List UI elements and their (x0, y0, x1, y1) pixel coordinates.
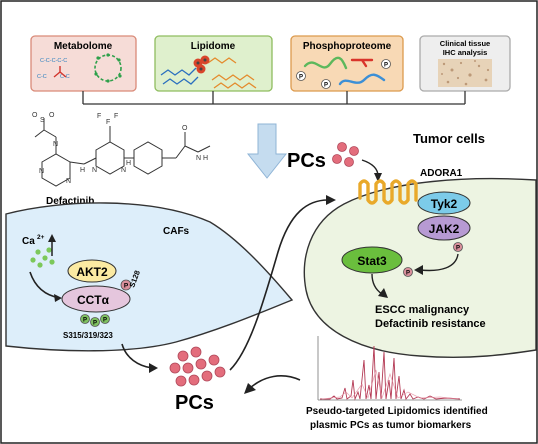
lipidomics-caption-line2: plasmic PCs as tumor biomarkers (310, 420, 472, 431)
calcium-label: Ca (22, 236, 35, 247)
svg-text:N: N (121, 167, 126, 174)
svg-text:O: O (32, 112, 38, 119)
omics-panel-lipidome: Lipidome (154, 35, 273, 92)
svg-text:N: N (53, 141, 58, 148)
akt2-protein (67, 259, 117, 283)
pcs-label-top: PCs (287, 150, 326, 172)
defactinib-structure (34, 118, 211, 187)
akt2-label: AKT2 (76, 265, 108, 279)
caf-label: CAFs (163, 226, 190, 237)
jak2-to-stat3-arrow (419, 253, 459, 272)
metabolome-chain-left: C-C (37, 74, 47, 80)
caf-cell (5, 202, 294, 352)
lipidomics-to-pcs-arrow (249, 375, 301, 389)
outcome-line2: Defactinib resistance (375, 318, 486, 330)
svg-text:H: H (126, 160, 131, 167)
svg-text:F: F (106, 119, 110, 126)
svg-text:P: P (124, 283, 129, 290)
svg-text:N: N (196, 155, 201, 162)
svg-text:N: N (66, 178, 71, 185)
pcs-cluster-top (332, 142, 359, 167)
metabolome-label: Metabolome (54, 41, 113, 52)
receptor-label: ADORA1 (420, 168, 463, 179)
svg-text:F: F (97, 113, 101, 120)
cct-protein (61, 285, 131, 313)
adora1-receptor (358, 179, 418, 205)
metabolome-chain-text: C-C-C-C-C (40, 58, 67, 64)
lipidome-label: Lipidome (191, 41, 236, 52)
svg-text:P: P (93, 321, 97, 327)
metabolome-chain-right: C-C (60, 74, 70, 80)
cct-phospho-badges: P P P (80, 314, 110, 327)
phospho-protein-icon (303, 56, 386, 86)
svg-text:P: P (299, 75, 303, 81)
phospho-badge-s128 (120, 279, 132, 291)
calcium-up-arrow (48, 234, 56, 242)
metabolome-branch-icon (53, 66, 67, 78)
pcs-cluster-bottom (169, 346, 226, 387)
lipid-headgroup-icon (193, 55, 210, 74)
calcium-particles (30, 247, 55, 268)
stat3-protein (341, 246, 403, 274)
stat3-phospho-badge (403, 267, 413, 277)
pcs-label-bottom: PCs (175, 392, 214, 414)
pcs-to-tumor-arrow (229, 199, 329, 371)
omics-panel-phosphoproteome: Phosphoproteome P P P (290, 35, 404, 92)
tyk2-label: Tyk2 (431, 197, 458, 211)
svg-text:S: S (40, 117, 45, 124)
calcium-charge: 2+ (37, 234, 45, 241)
jak2-phospho-badge (453, 242, 463, 252)
tyk2-protein (417, 191, 471, 215)
lipid-chains-icon (160, 57, 257, 89)
svg-text:P: P (83, 318, 87, 324)
clinical-label-line1: Clinical tissue (440, 39, 490, 48)
big-down-arrow (246, 123, 288, 179)
phospho-p-badges: P P P (296, 59, 391, 89)
chromatogram (317, 336, 462, 401)
svg-text:P: P (103, 318, 107, 324)
clinical-label-line2: IHC analysis (443, 48, 488, 57)
jak2-label: JAK2 (429, 222, 460, 236)
omics-panel-metabolome: Metabolome C-C-C-C-C C-C C-C (30, 35, 137, 92)
phosphoproteome-label: Phosphoproteome (303, 41, 392, 52)
stat3-label: Stat3 (357, 254, 387, 268)
svg-text:P: P (406, 271, 410, 277)
svg-text:O: O (182, 125, 188, 132)
svg-text:H: H (80, 167, 85, 174)
outcome-line1: ESCC malignancy (375, 304, 470, 316)
svg-text:N: N (39, 168, 44, 175)
cct-sites-label: S315/319/323 (63, 331, 113, 340)
omics-panel-clinical: Clinical tissue IHC analysis (419, 35, 511, 92)
svg-text:P: P (384, 63, 388, 69)
cct-label: CCTα (77, 293, 110, 307)
jak2-protein (417, 215, 471, 241)
tumor-title: Tumor cells (413, 131, 485, 146)
lipidomics-caption-line1: Pseudo-targeted Lipidomics identified (306, 406, 488, 417)
ihc-image (438, 59, 492, 87)
svg-text:H: H (203, 155, 208, 162)
defactinib-atom-labels: S O O N N N F F F H N N H O N H (32, 112, 208, 185)
svg-text:P: P (456, 246, 460, 252)
svg-text:O: O (49, 112, 55, 119)
svg-text:N: N (92, 167, 97, 174)
caf-to-pcs-arrow (121, 343, 153, 369)
svg-text:F: F (114, 113, 118, 120)
defactinib-label: Defactinib (46, 196, 94, 207)
panels-connector (82, 91, 466, 105)
svg-text:P: P (324, 83, 328, 89)
